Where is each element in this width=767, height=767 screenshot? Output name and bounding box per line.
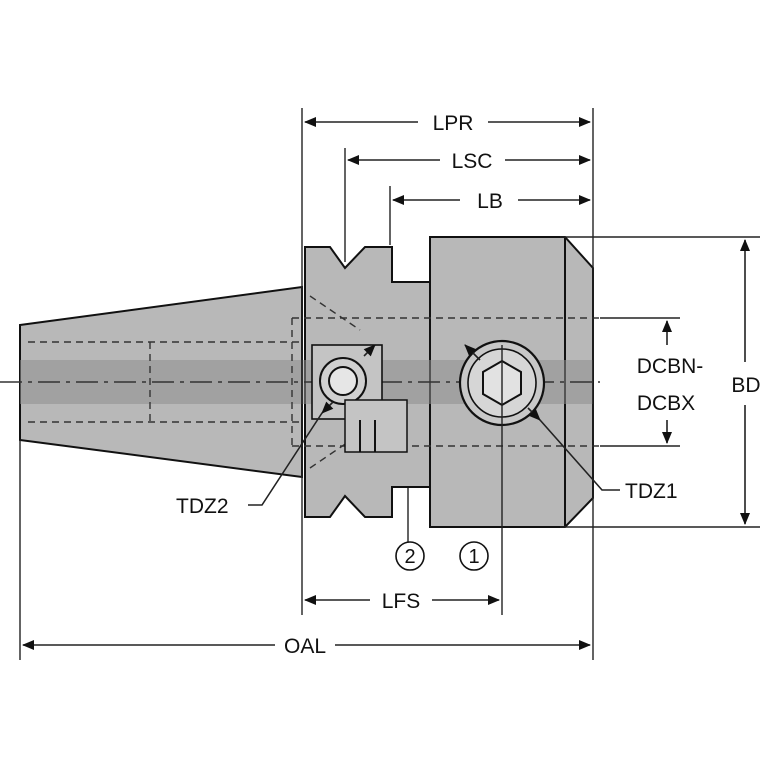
label-lsc: LSC <box>452 150 493 173</box>
dimension-lpr: LPR <box>304 112 591 135</box>
label-dcbx: DCBX <box>637 392 695 415</box>
dimension-lsc: LSC <box>347 150 591 173</box>
marker-1: 1 <box>459 541 489 571</box>
label-tdz1: TDZ1 <box>625 480 678 503</box>
label-lb: LB <box>477 190 503 213</box>
dimension-dcbn-dcbx: DCBN- DCBX <box>637 320 704 444</box>
label-lfs: LFS <box>382 590 421 613</box>
clamp-screw-tdz2 <box>311 344 408 453</box>
callout-tdz1: TDZ1 <box>464 344 678 503</box>
dimension-lfs: LFS <box>304 590 500 613</box>
callout-tdz2: TDZ2 <box>176 344 376 518</box>
dimension-lb: LB <box>392 190 591 213</box>
label-dcbn: DCBN- <box>637 355 704 378</box>
label-bd: BD <box>731 374 760 397</box>
dimension-oal: OAL <box>22 635 591 658</box>
dimension-bd: BD <box>731 239 761 525</box>
marker-2: 2 <box>395 541 425 571</box>
extension-lines <box>19 108 760 660</box>
label-oal: OAL <box>284 635 326 658</box>
marker-2-label: 2 <box>404 546 415 568</box>
label-lpr: LPR <box>433 112 474 135</box>
label-tdz2: TDZ2 <box>176 495 229 518</box>
marker-1-label: 1 <box>468 546 479 568</box>
